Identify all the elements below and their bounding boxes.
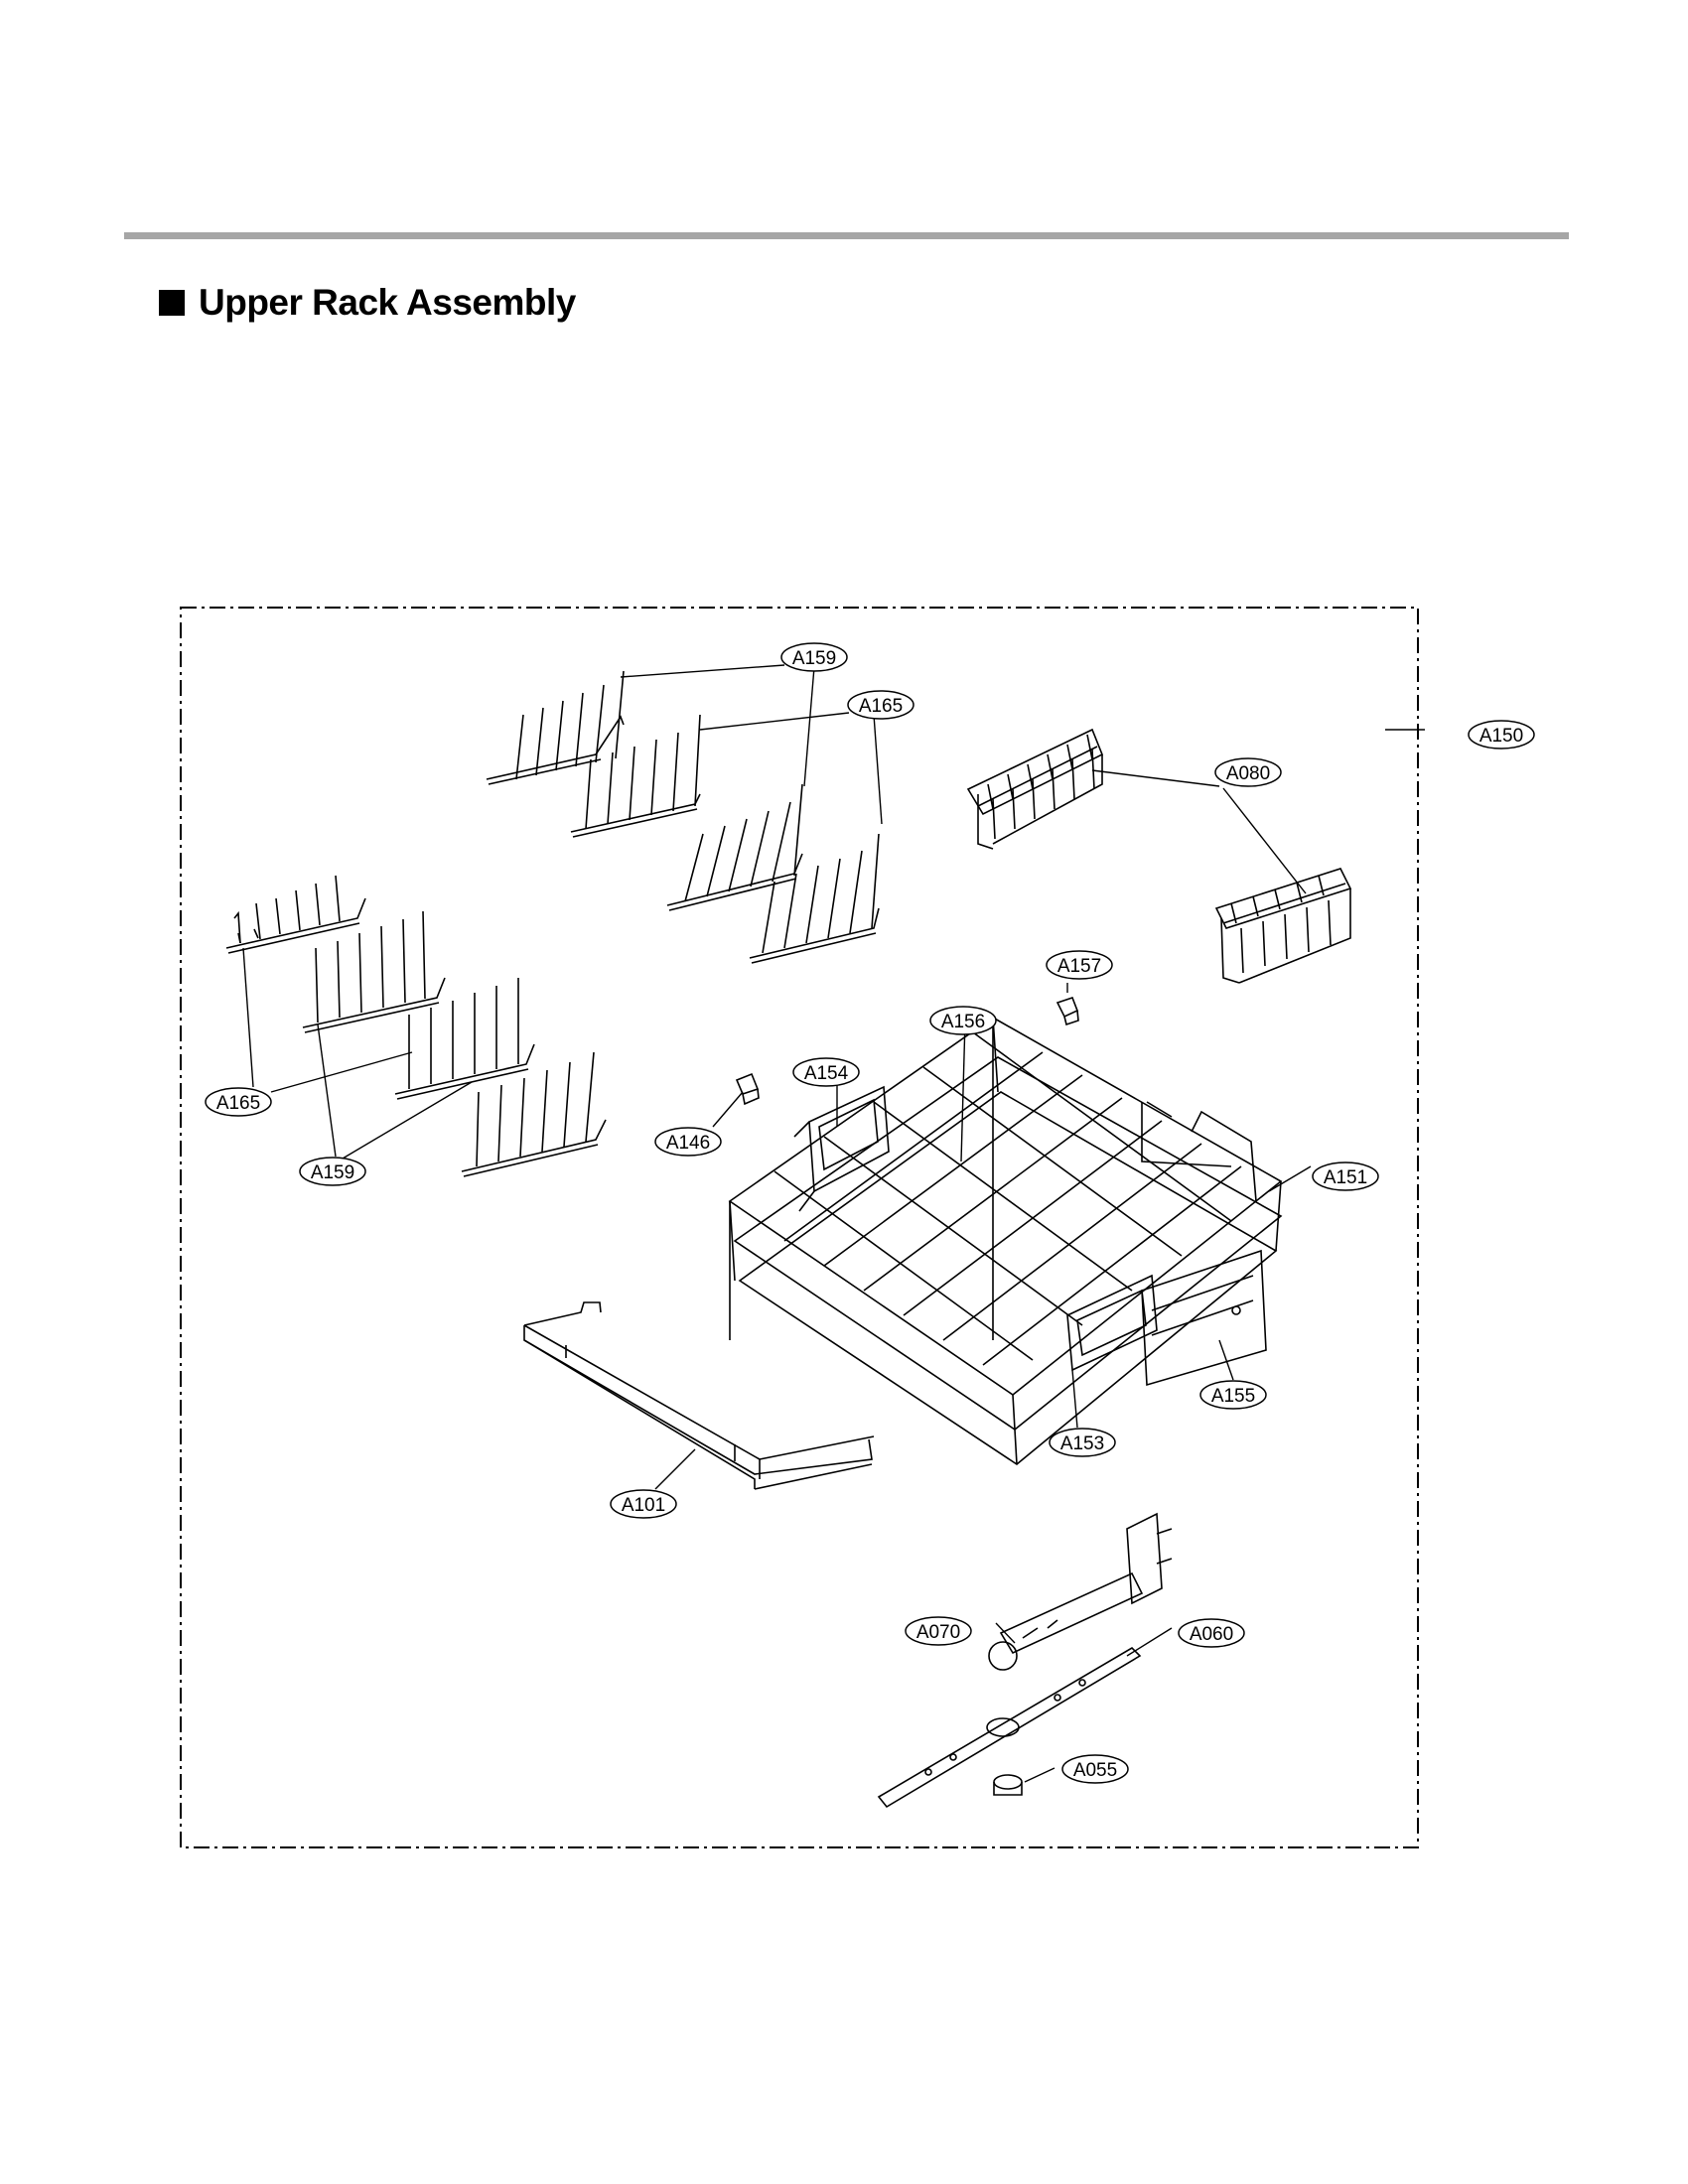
callout-a101: A101 bbox=[610, 1489, 677, 1519]
callout-label: A159 bbox=[792, 648, 836, 669]
callout-a159-top: A159 bbox=[780, 642, 848, 672]
callout-a080: A080 bbox=[1214, 757, 1282, 787]
callout-label: A080 bbox=[1226, 763, 1270, 784]
callout-label: A154 bbox=[804, 1063, 849, 1084]
callout-a150: A150 bbox=[1468, 720, 1535, 750]
tine-rack-top-4 bbox=[749, 833, 880, 964]
callout-a165-top: A165 bbox=[847, 690, 914, 720]
rack-adjuster-a154 bbox=[793, 1085, 890, 1212]
rack-front-trim bbox=[523, 1301, 875, 1490]
leader-lines bbox=[242, 664, 1425, 1783]
section-heading: Upper Rack Assembly bbox=[159, 282, 576, 324]
callout-label: A157 bbox=[1057, 956, 1101, 977]
callout-a155: A155 bbox=[1199, 1380, 1267, 1410]
rack-rail-a155 bbox=[1141, 1249, 1267, 1387]
callout-label: A055 bbox=[1073, 1760, 1117, 1781]
callout-a156: A156 bbox=[929, 1006, 997, 1035]
callout-a153: A153 bbox=[1049, 1428, 1116, 1457]
callout-a055: A055 bbox=[1061, 1754, 1129, 1784]
tine-rack-top-2 bbox=[570, 714, 701, 838]
callout-label: A155 bbox=[1211, 1386, 1255, 1407]
callout-a070: A070 bbox=[905, 1616, 972, 1646]
callout-a157: A157 bbox=[1046, 950, 1113, 980]
clip-a157 bbox=[1055, 996, 1079, 1026]
callout-label: A146 bbox=[666, 1133, 710, 1154]
clip-a146 bbox=[735, 1072, 760, 1106]
callout-label: A156 bbox=[941, 1012, 985, 1032]
callout-label: A060 bbox=[1190, 1624, 1233, 1645]
callout-label: A165 bbox=[859, 696, 903, 717]
cup-shelf-1 bbox=[966, 728, 1104, 850]
upper-rack-basket bbox=[728, 1017, 1283, 1465]
cup-shelf-2 bbox=[1214, 868, 1352, 984]
callout-label: A165 bbox=[216, 1093, 260, 1114]
tine-rack-top-1 bbox=[486, 670, 625, 785]
tine-rack-left-1 bbox=[225, 875, 366, 954]
callout-label: A151 bbox=[1324, 1167, 1367, 1188]
callout-a165-left: A165 bbox=[205, 1087, 272, 1117]
callout-label: A159 bbox=[311, 1162, 354, 1183]
tine-rack-left-3 bbox=[394, 978, 535, 1100]
callout-a146: A146 bbox=[654, 1127, 722, 1157]
callout-label: A153 bbox=[1060, 1433, 1104, 1454]
callout-label: A150 bbox=[1479, 726, 1523, 747]
spray-arm-conduit bbox=[988, 1512, 1173, 1671]
callout-a151: A151 bbox=[1312, 1161, 1379, 1191]
square-bullet-icon bbox=[159, 290, 185, 316]
tine-rack-top-3 bbox=[666, 783, 803, 911]
callout-a154: A154 bbox=[792, 1057, 860, 1087]
page-title: Upper Rack Assembly bbox=[199, 282, 576, 323]
tine-rack-left-2 bbox=[302, 910, 446, 1033]
spray-arm-a060 bbox=[877, 1646, 1142, 1809]
callout-a159-left: A159 bbox=[299, 1157, 366, 1186]
rack-adjuster-a153 bbox=[1066, 1274, 1158, 1372]
callout-label: A070 bbox=[916, 1622, 960, 1643]
spray-arm-nut-a055 bbox=[993, 1774, 1023, 1796]
assembly-boundary bbox=[180, 607, 1419, 1848]
callout-label: A101 bbox=[622, 1495, 665, 1516]
top-divider bbox=[124, 232, 1569, 239]
callout-a060: A060 bbox=[1178, 1618, 1245, 1648]
tine-rack-left-4 bbox=[461, 1051, 607, 1177]
